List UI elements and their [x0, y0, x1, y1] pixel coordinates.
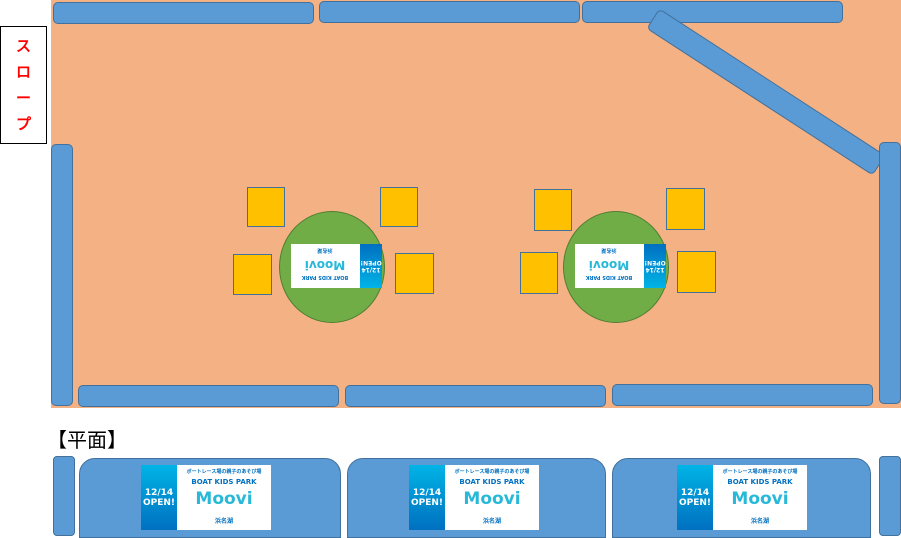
- slope-char: プ: [15, 114, 31, 133]
- panel-sign: 12/14 OPEN! ボートレース場の親子のあそび場 BOAT KIDS PA…: [409, 465, 539, 530]
- wall-top-3: [582, 1, 843, 23]
- sign-date-panel: 12/14 OPEN!: [409, 465, 445, 530]
- chair: [233, 254, 272, 295]
- sign-logo: Moovi: [588, 258, 630, 272]
- chair: [395, 253, 434, 294]
- sign-park: BOAT KIDS PARK: [585, 274, 633, 280]
- chair: [520, 252, 558, 294]
- sign-tagline: ボートレース場の親子のあそび場: [722, 469, 798, 475]
- panel-sign: 12/14 OPEN! ボートレース場の親子のあそび場 BOAT KIDS PA…: [141, 465, 271, 530]
- plan-heading: 【平面】: [47, 428, 127, 452]
- wall-right: [879, 142, 901, 404]
- sign-open: OPEN!: [360, 259, 382, 266]
- chair: [380, 187, 418, 227]
- slope-char: ス: [15, 36, 31, 55]
- chair: [247, 187, 285, 227]
- sign-logo: Moovi: [463, 489, 521, 509]
- sign-date: 12/14: [412, 487, 442, 498]
- sign-venue: 浜名湖: [214, 518, 233, 525]
- sign-venue: 浜名湖: [317, 247, 333, 253]
- sign-date-panel: 12/14 OPEN!: [644, 244, 666, 288]
- slope-char: ロ: [15, 62, 31, 81]
- wall-bottom-2: [345, 385, 606, 407]
- wall-top-1: [53, 2, 314, 24]
- sign-venue: 浜名湖: [482, 518, 501, 525]
- sign-open: OPEN!: [410, 497, 444, 508]
- wall-left: [51, 144, 73, 406]
- sign-park: BOAT KIDS PARK: [191, 478, 257, 486]
- table-sign: 12/14 OPEN! BOAT KIDS PARK Moovi 浜名湖: [291, 244, 382, 288]
- wall-bottom-3: [612, 384, 873, 406]
- slope-char: ー: [15, 88, 31, 107]
- panel-sign: 12/14 OPEN! ボートレース場の親子のあそび場 BOAT KIDS PA…: [677, 465, 807, 530]
- slope-label: ス ロ ー プ: [0, 26, 47, 144]
- floor-area: [51, 0, 901, 408]
- chair: [666, 188, 705, 230]
- sign-park: BOAT KIDS PARK: [727, 478, 793, 486]
- sign-park: BOAT KIDS PARK: [301, 274, 349, 280]
- sign-logo: Moovi: [731, 489, 789, 509]
- sign-tagline: ボートレース場の親子のあそび場: [454, 469, 530, 475]
- elevation-post-left: [53, 456, 75, 536]
- sign-date: 12/14: [144, 487, 174, 498]
- sign-open: OPEN!: [142, 497, 176, 508]
- sign-logo: Moovi: [195, 489, 253, 509]
- sign-logo: Moovi: [304, 258, 346, 272]
- sign-tagline: ボートレース場の親子のあそび場: [186, 469, 262, 475]
- table-sign: 12/14 OPEN! BOAT KIDS PARK Moovi 浜名湖: [575, 244, 666, 288]
- sign-date: 12/14: [680, 487, 710, 498]
- sign-park: BOAT KIDS PARK: [459, 478, 525, 486]
- sign-open: OPEN!: [644, 259, 666, 266]
- chair: [534, 189, 572, 231]
- sign-venue: 浜名湖: [601, 247, 617, 253]
- elevation-post-right: [879, 456, 901, 536]
- sign-date: 12/14: [645, 266, 665, 273]
- wall-top-2: [319, 1, 580, 23]
- wall-bottom-1: [78, 385, 339, 407]
- sign-date-panel: 12/14 OPEN!: [360, 244, 382, 288]
- sign-open: OPEN!: [678, 497, 712, 508]
- sign-venue: 浜名湖: [750, 518, 769, 525]
- chair: [677, 251, 716, 293]
- sign-date-panel: 12/14 OPEN!: [677, 465, 713, 530]
- sign-date: 12/14: [361, 266, 381, 273]
- sign-date-panel: 12/14 OPEN!: [141, 465, 177, 530]
